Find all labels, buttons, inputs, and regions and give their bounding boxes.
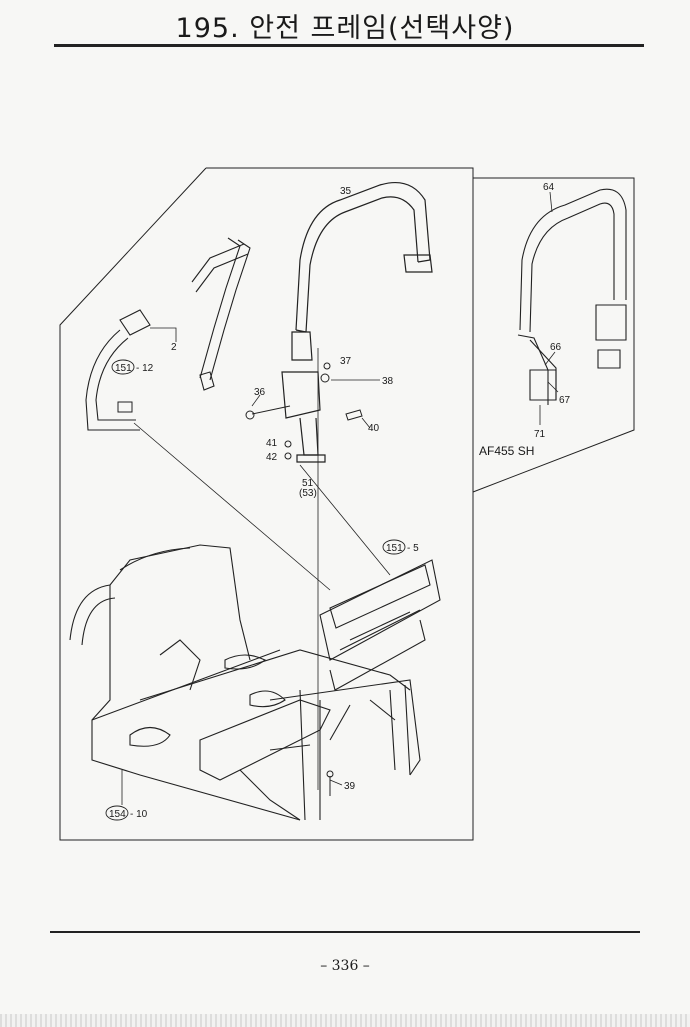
circle-154: 154 bbox=[109, 809, 126, 820]
title-rule bbox=[54, 44, 644, 47]
variant-frame bbox=[517, 188, 627, 405]
callout-151-12: 151 - 12 bbox=[111, 359, 154, 375]
label-2: 2 bbox=[171, 342, 177, 353]
floor-bolt bbox=[326, 770, 334, 796]
seat-belt bbox=[85, 237, 251, 431]
main-panel-border bbox=[59, 167, 474, 841]
label-42: 42 bbox=[266, 452, 278, 463]
label-66: 66 bbox=[550, 342, 562, 353]
label-41: 41 bbox=[266, 438, 278, 449]
variant-model-label: AF455 SH bbox=[479, 444, 534, 458]
variant-panel-border bbox=[472, 177, 635, 493]
rollover-frame bbox=[281, 181, 433, 463]
variant-leaders bbox=[539, 191, 559, 425]
scan-edge bbox=[0, 1014, 690, 1027]
label-37: 37 bbox=[340, 356, 352, 367]
frame-bolts bbox=[245, 362, 363, 460]
label-40: 40 bbox=[368, 423, 380, 434]
suffix-151-5: - 5 bbox=[407, 543, 419, 554]
leader-lines bbox=[121, 327, 391, 805]
label-51: 51 bbox=[302, 478, 314, 489]
label-38: 38 bbox=[382, 376, 394, 387]
suffix-154-10: - 10 bbox=[130, 809, 148, 820]
label-71: 71 bbox=[534, 429, 546, 440]
chassis bbox=[69, 544, 421, 821]
label-35: 35 bbox=[340, 186, 352, 197]
callout-151-5: 151 - 5 bbox=[382, 539, 419, 555]
suffix-151-12: - 12 bbox=[136, 363, 154, 374]
belt-buckle bbox=[117, 401, 133, 413]
page-number: – 336 – bbox=[320, 958, 370, 974]
page-title: 195. 안전 프레임(선택사양) bbox=[175, 13, 515, 44]
floor-mat bbox=[319, 559, 441, 691]
callout-154-10: 154 - 10 bbox=[105, 805, 148, 821]
circle-151-a: 151 bbox=[115, 363, 132, 374]
label-67: 67 bbox=[559, 395, 571, 406]
footer-rule bbox=[50, 931, 640, 933]
label-36: 36 bbox=[254, 387, 266, 398]
circle-151-b: 151 bbox=[386, 543, 403, 554]
label-53: (53) bbox=[299, 488, 317, 499]
label-39: 39 bbox=[344, 781, 356, 792]
label-64: 64 bbox=[543, 182, 555, 193]
